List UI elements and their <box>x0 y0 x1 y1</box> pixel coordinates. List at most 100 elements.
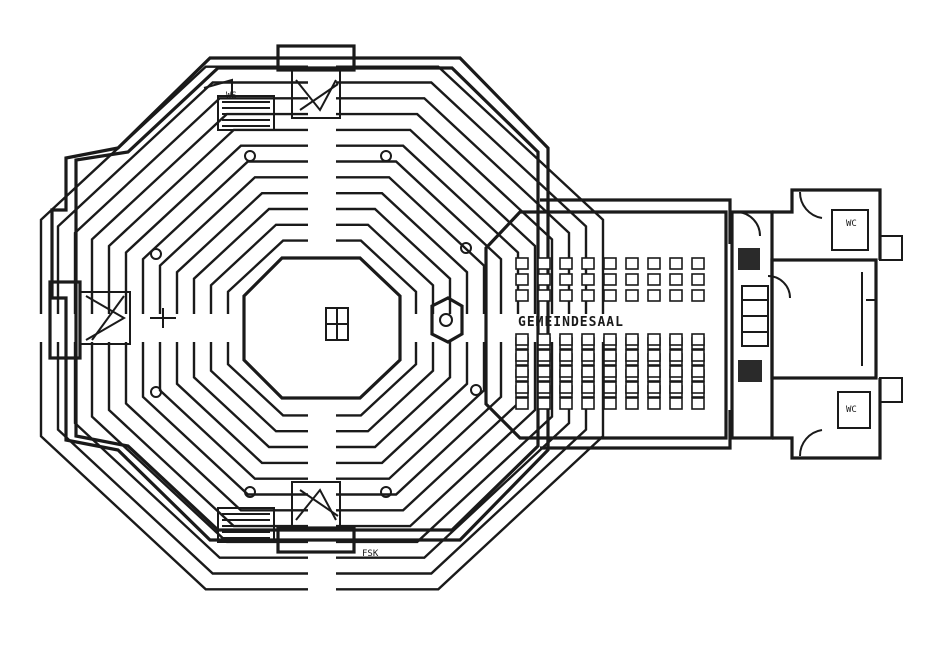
chapel-seat <box>537 289 551 302</box>
chapel-seat <box>691 289 705 302</box>
pew-row <box>336 342 486 480</box>
pew-row <box>336 223 435 314</box>
chapel-seat <box>537 273 551 286</box>
chapel-annex <box>484 198 732 450</box>
pew-row <box>336 81 588 314</box>
chapel-seat <box>581 257 595 270</box>
chapel-seat <box>669 273 683 286</box>
pew-row <box>336 176 486 314</box>
chapel-seat <box>691 273 705 286</box>
pew-row <box>336 191 469 314</box>
pew-row <box>209 223 308 314</box>
column <box>244 486 256 498</box>
chapel-seat <box>559 397 573 410</box>
pew-row <box>175 191 308 314</box>
column <box>380 486 392 498</box>
chapel-seat <box>647 273 661 286</box>
chapel-seat <box>647 381 661 394</box>
chapel-seat <box>559 333 573 346</box>
chapel-seat <box>515 273 529 286</box>
chapel-seat <box>691 381 705 394</box>
chapel-seat <box>515 349 529 362</box>
chapel-seat <box>603 289 617 302</box>
pew-row <box>73 97 308 314</box>
chapel-seat <box>581 289 595 302</box>
chapel-seat <box>691 333 705 346</box>
chapel-seat <box>537 397 551 410</box>
column <box>244 150 256 162</box>
chapel-seat <box>625 257 639 270</box>
pew-row <box>209 342 308 433</box>
chapel-seat <box>603 257 617 270</box>
pew-row <box>39 65 308 314</box>
east-rooms <box>730 188 903 460</box>
chapel-seat <box>581 273 595 286</box>
chapel-seat <box>691 257 705 270</box>
chapel-seating <box>515 257 705 410</box>
pew-row <box>192 342 308 449</box>
pulpit <box>430 296 464 344</box>
wc-north <box>831 209 869 251</box>
chapel-seat <box>537 257 551 270</box>
pew-row <box>141 342 308 496</box>
pew-row <box>107 342 308 528</box>
pew-row <box>73 342 308 559</box>
pew-rows <box>39 65 605 591</box>
stair-label-south: FSK <box>362 549 379 559</box>
pew-row <box>336 160 503 314</box>
chapel-seat <box>559 381 573 394</box>
pew-row <box>90 112 308 314</box>
chapel-seat <box>515 365 529 378</box>
chapel-seat <box>537 365 551 378</box>
chapel-seat <box>647 257 661 270</box>
chapel-seat <box>603 365 617 378</box>
chapel-seat <box>537 349 551 362</box>
pew-row <box>39 342 308 591</box>
pew-row <box>175 342 308 465</box>
pew-row <box>336 342 520 512</box>
chapel-seat <box>625 333 639 346</box>
chapel-seat <box>625 273 639 286</box>
chapel-seat <box>559 289 573 302</box>
chapel-seat <box>647 333 661 346</box>
column <box>380 150 392 162</box>
chapel-seat <box>647 349 661 362</box>
pew-row <box>56 342 308 575</box>
wc-south <box>837 391 871 429</box>
chapel-seat <box>559 257 573 270</box>
stair-label-north: WS <box>226 91 237 101</box>
chapel-seat <box>515 289 529 302</box>
pew-row <box>336 342 537 528</box>
chapel-seat <box>669 381 683 394</box>
pew-row <box>90 342 308 544</box>
pew-row <box>336 342 435 433</box>
chapel-seat <box>647 397 661 410</box>
chapel-seat <box>581 349 595 362</box>
chapel-seat <box>581 365 595 378</box>
west-entrance <box>48 280 176 360</box>
pew-row <box>192 207 308 314</box>
chapel-seat <box>669 349 683 362</box>
column <box>470 384 482 396</box>
chapel-seat <box>603 349 617 362</box>
stair-north-west <box>203 78 275 131</box>
pew-row <box>158 342 308 480</box>
chapel-seat <box>691 365 705 378</box>
chapel-seat <box>603 381 617 394</box>
columns <box>150 150 482 498</box>
chapel-seat <box>669 257 683 270</box>
chapel-seat <box>669 397 683 410</box>
pew-row <box>124 342 308 512</box>
chapel-seat <box>515 257 529 270</box>
pew-row <box>158 176 308 314</box>
chapel-seat <box>669 365 683 378</box>
pew-row <box>336 342 418 417</box>
chapel-seat <box>559 273 573 286</box>
chapel-seat <box>537 333 551 346</box>
pew-row <box>141 160 308 314</box>
chapel-seat <box>515 381 529 394</box>
pew-row <box>336 128 537 314</box>
chapel-seat <box>515 397 529 410</box>
